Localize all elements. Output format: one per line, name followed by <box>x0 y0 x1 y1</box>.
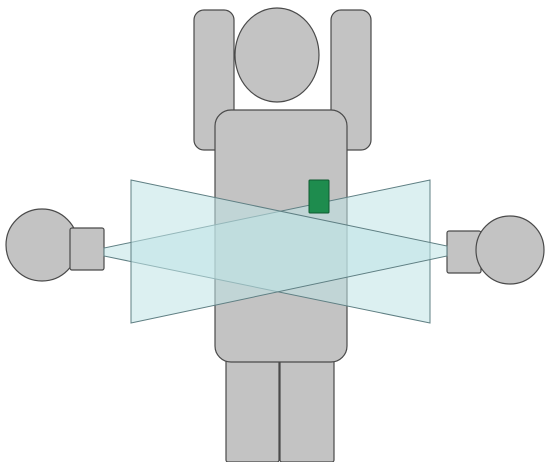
right-source <box>446 215 545 285</box>
left-leg <box>225 349 280 462</box>
left-source <box>5 208 105 282</box>
left-source-housing <box>5 208 79 282</box>
right-beam <box>130 179 448 324</box>
left-source-nozzle <box>69 227 105 271</box>
head <box>234 7 320 103</box>
chest-marker <box>308 179 330 214</box>
right-source-housing <box>475 215 545 285</box>
right-leg <box>279 349 335 462</box>
